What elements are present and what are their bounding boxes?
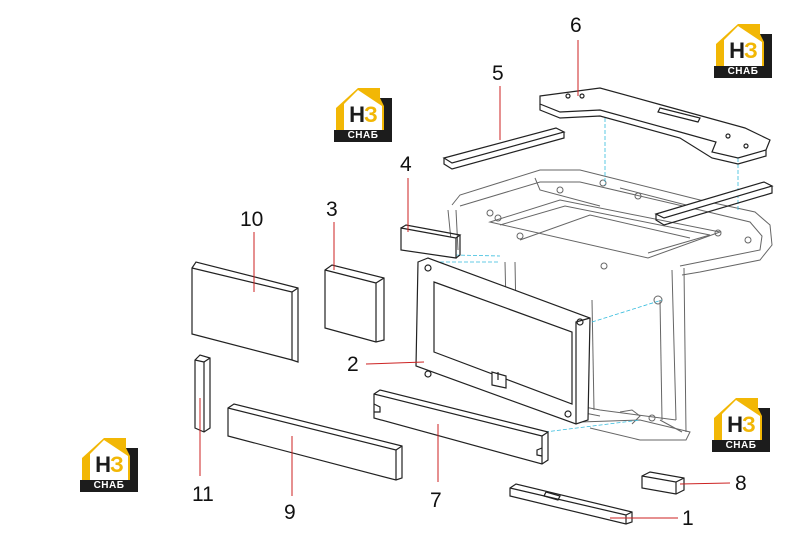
callout-5: 5 xyxy=(492,62,504,85)
logo-caption: СНАБ xyxy=(80,480,138,492)
logo-letter-right: З xyxy=(364,102,378,127)
part-11-strip xyxy=(194,354,211,433)
logo-caption: СНАБ xyxy=(712,440,770,452)
callout-6: 6 xyxy=(570,14,582,37)
brand-logo-top-right: НЗ СНАБ xyxy=(712,20,774,78)
brand-logo-bottom-left: НЗ СНАБ xyxy=(78,434,140,492)
leader-lines xyxy=(199,40,731,519)
logo-letter-right: З xyxy=(742,412,756,437)
house-logo-icon xyxy=(716,24,772,66)
part-2-frame xyxy=(415,257,591,425)
logo-caption: СНАБ xyxy=(334,130,392,142)
part-1-bottom-bar xyxy=(509,483,633,525)
part-6-top-plate xyxy=(539,87,771,165)
part-3-square-block xyxy=(324,264,385,343)
assembly-guides xyxy=(440,118,739,433)
callout-8: 8 xyxy=(735,472,747,495)
callout-1: 1 xyxy=(682,507,694,530)
logo-letter-left: Н xyxy=(727,412,743,437)
frame-upper-bar xyxy=(654,181,774,226)
callout-11: 11 xyxy=(192,483,214,506)
callout-4: 4 xyxy=(400,153,412,176)
house-logo-icon xyxy=(82,438,138,480)
callout-2: 2 xyxy=(347,353,359,376)
callout-3: 3 xyxy=(326,198,338,221)
part-7-notched-bar xyxy=(373,389,549,465)
logo-letter-right: З xyxy=(744,38,758,63)
house-logo-icon xyxy=(336,88,392,130)
logo-letter-left: Н xyxy=(95,452,111,477)
brand-logo-bottom-right: НЗ СНАБ xyxy=(710,394,772,452)
logo-caption: СНАБ xyxy=(714,66,772,78)
part-9-long-bar xyxy=(227,403,403,481)
brand-logo-top-center: НЗ СНАБ xyxy=(332,84,394,142)
callout-7: 7 xyxy=(430,489,442,512)
callout-9: 9 xyxy=(284,501,296,524)
part-5-upper-bar xyxy=(442,127,566,170)
logo-letter-left: Н xyxy=(349,102,365,127)
part-8-pad xyxy=(641,471,685,495)
logo-letter-left: Н xyxy=(729,38,745,63)
part-4-block xyxy=(400,224,462,259)
logo-letter-right: З xyxy=(110,452,124,477)
house-logo-icon xyxy=(714,398,770,440)
part-10-large-panel xyxy=(191,261,299,363)
callout-10: 10 xyxy=(240,208,264,231)
